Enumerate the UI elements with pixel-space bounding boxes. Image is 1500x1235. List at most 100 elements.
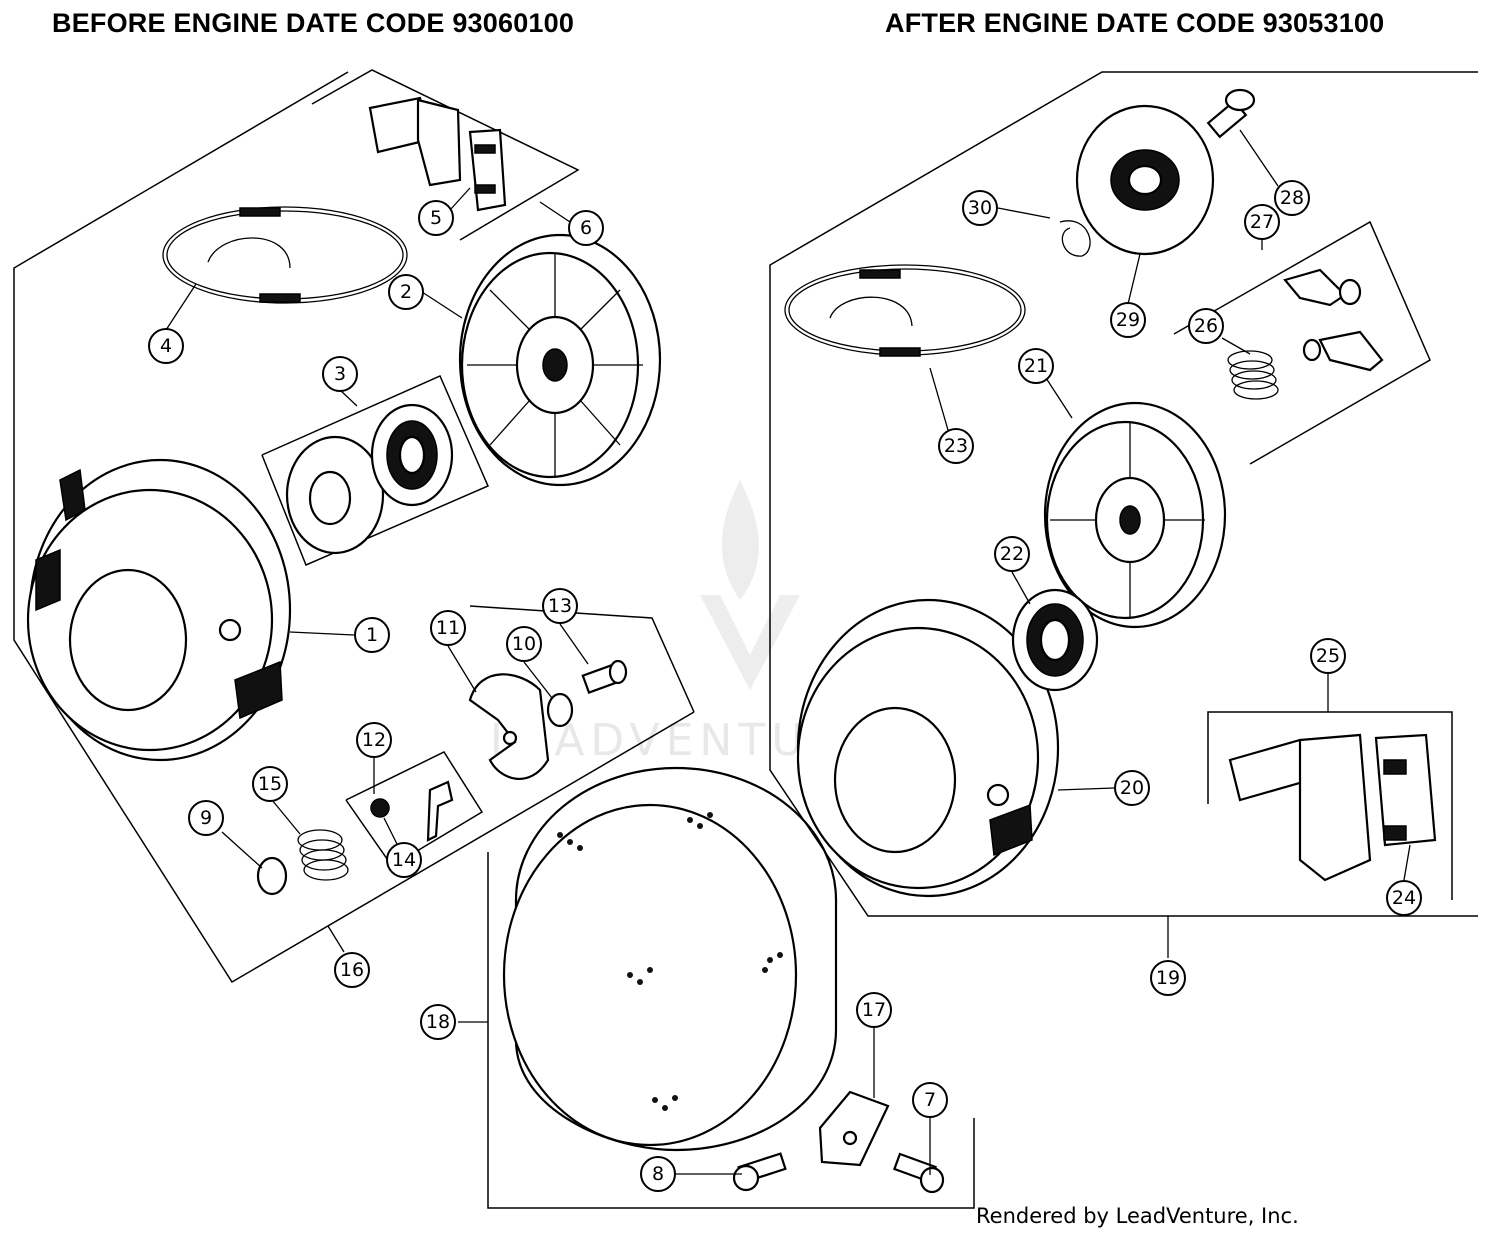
spring-cup-3 <box>285 403 454 555</box>
spring-15 <box>297 829 349 881</box>
callout-1: 1 <box>354 617 390 653</box>
callout-label: 29 <box>1116 309 1140 331</box>
callout-12: 12 <box>356 722 392 758</box>
rope-4 <box>162 206 408 304</box>
callout-label: 12 <box>362 729 386 751</box>
callout-16: 16 <box>334 952 370 988</box>
starter-housing-20 <box>796 598 1060 898</box>
retainer-plate-11 <box>468 673 550 780</box>
callout-27: 27 <box>1244 204 1280 240</box>
callout-label: 14 <box>392 849 416 871</box>
washer-10 <box>546 692 574 728</box>
cover-18 <box>502 766 838 1152</box>
handle-25 <box>1228 733 1437 882</box>
assembly-19-outline <box>769 71 1478 917</box>
callout-label: 5 <box>430 207 442 229</box>
callout-label: 13 <box>548 595 572 617</box>
left-assembly <box>13 69 695 984</box>
callout-4: 4 <box>148 328 184 364</box>
callout-30: 30 <box>962 190 998 226</box>
callout-label: 15 <box>258 773 282 795</box>
callout-24: 24 <box>1386 880 1422 916</box>
assembly-18-outline <box>487 852 975 1209</box>
callout-22: 22 <box>994 536 1030 572</box>
handle-6 <box>368 96 507 212</box>
rope-23 <box>784 264 1026 357</box>
assembly-27-outline <box>1173 220 1431 465</box>
spring-22 <box>1011 588 1099 692</box>
callout-label: 3 <box>334 363 346 385</box>
callout-label: 23 <box>944 435 968 457</box>
screw-8 <box>732 1152 787 1192</box>
starter-housing-1 <box>26 458 292 762</box>
assembly-6-outline <box>311 69 580 241</box>
callout-label: 8 <box>652 1163 664 1185</box>
footer-credit: Rendered by LeadVenture, Inc. <box>976 1204 1299 1228</box>
callout-15: 15 <box>252 766 288 802</box>
callout-8: 8 <box>640 1156 676 1192</box>
right-assembly <box>769 71 1478 917</box>
pawls-27 <box>1283 268 1384 372</box>
callout-label: 19 <box>1156 967 1180 989</box>
callout-label: 18 <box>426 1011 450 1033</box>
callout-25: 25 <box>1310 638 1346 674</box>
center-assembly <box>487 766 975 1209</box>
screw-13 <box>581 659 628 694</box>
callout-label: 26 <box>1194 315 1218 337</box>
callout-label: 7 <box>924 1089 936 1111</box>
callout-14: 14 <box>386 842 422 878</box>
callout-7: 7 <box>912 1082 948 1118</box>
callout-11: 11 <box>430 610 466 646</box>
callout-17: 17 <box>856 992 892 1028</box>
retaining-ring-30 <box>1059 220 1091 257</box>
callout-9: 9 <box>188 800 224 836</box>
callout-label: 9 <box>200 807 212 829</box>
callout-label: 28 <box>1280 187 1304 209</box>
pulley-2 <box>458 233 662 487</box>
assembly-16-outline <box>13 71 695 984</box>
callout-label: 22 <box>1000 543 1024 565</box>
heading-after-date-code: AFTER ENGINE DATE CODE 93053100 <box>885 8 1385 38</box>
pin-28 <box>1206 88 1256 139</box>
assembly-12-outline <box>345 751 484 868</box>
callout-5: 5 <box>418 200 454 236</box>
assembly-11-outline <box>469 605 695 713</box>
bracket-hole-17 <box>842 1130 858 1146</box>
callout-6: 6 <box>568 210 604 246</box>
callout-label: 6 <box>580 217 592 239</box>
callout-21: 21 <box>1018 348 1054 384</box>
cover-plate-29 <box>1075 104 1215 256</box>
callout-19: 19 <box>1150 960 1186 996</box>
heading-before-date-code: BEFORE ENGINE DATE CODE 93060100 <box>52 8 575 38</box>
callout-label: 2 <box>400 281 412 303</box>
callout-13: 13 <box>542 588 578 624</box>
leader-lines <box>165 129 1411 1175</box>
callout-2: 2 <box>388 274 424 310</box>
callout-label: 30 <box>968 197 992 219</box>
spring-26 <box>1227 350 1279 400</box>
callout-3: 3 <box>322 356 358 392</box>
callout-20: 20 <box>1114 770 1150 806</box>
callout-label: 1 <box>366 624 378 646</box>
callout-label: 27 <box>1250 211 1274 233</box>
callout-26: 26 <box>1188 308 1224 344</box>
callout-label: 20 <box>1120 777 1144 799</box>
bracket-17 <box>818 1090 890 1167</box>
callout-label: 21 <box>1024 355 1048 377</box>
callout-label: 17 <box>862 999 886 1021</box>
callout-18: 18 <box>420 1004 456 1040</box>
assembly-3-outline <box>261 375 489 566</box>
spring-clip-12 <box>370 780 454 842</box>
callout-label: 25 <box>1316 645 1340 667</box>
callout-label: 10 <box>512 633 536 655</box>
callout-23: 23 <box>938 428 974 464</box>
washer-9 <box>256 856 288 896</box>
callout-10: 10 <box>506 626 542 662</box>
hole-11 <box>502 730 518 746</box>
callout-label: 4 <box>160 335 172 357</box>
assembly-25-outline <box>1207 711 1453 900</box>
callout-label: 11 <box>436 617 460 639</box>
callout-label: 24 <box>1392 887 1416 909</box>
pulley-21 <box>1043 401 1227 629</box>
